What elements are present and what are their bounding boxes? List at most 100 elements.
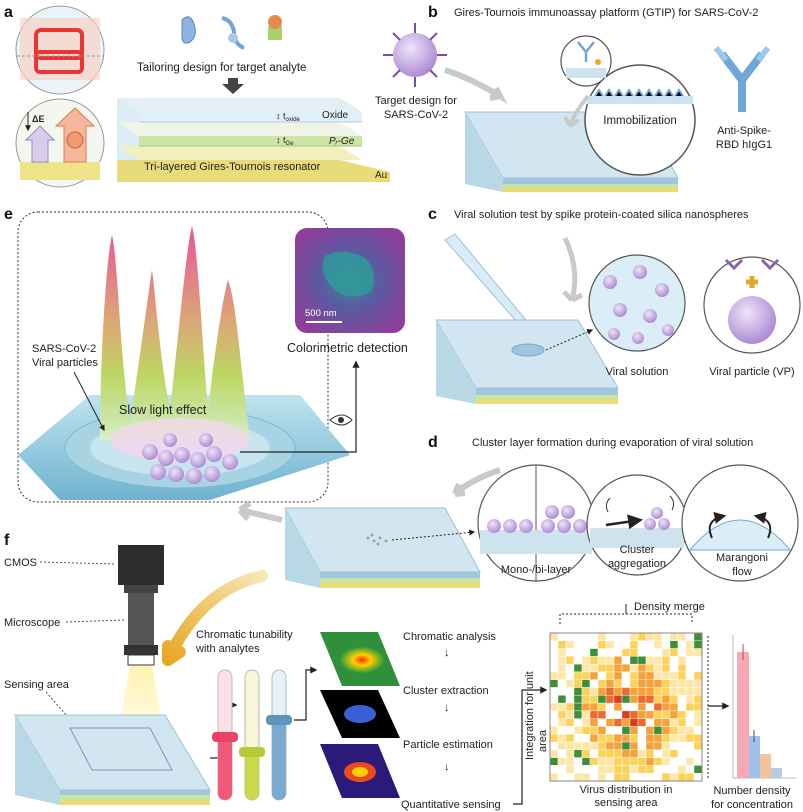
grid-cell <box>605 765 615 774</box>
grid-cell <box>645 773 655 782</box>
grid-cell <box>605 671 615 680</box>
grid-cell <box>685 718 695 727</box>
grid-cell <box>589 640 599 649</box>
arrow-a-to-b <box>444 67 508 104</box>
grid-cell <box>629 656 639 665</box>
grid-cell <box>637 773 647 782</box>
grid-cell <box>565 741 575 751</box>
grid-cell <box>589 656 599 665</box>
grid-cell <box>685 648 695 657</box>
grid-cell <box>637 640 647 649</box>
grid-cell <box>597 741 607 751</box>
grid-cell <box>573 741 583 751</box>
colorimetric-label: Colorimetric detection <box>287 341 408 355</box>
grid-cell <box>581 648 591 657</box>
cmos-leader <box>39 561 117 565</box>
grid-cell <box>669 765 679 774</box>
grid-cell <box>573 632 583 641</box>
grid-cell <box>661 741 671 751</box>
grid-cell <box>621 734 631 743</box>
grid-cell <box>645 640 655 649</box>
target-design-line2: SARS-CoV-2 <box>384 109 448 121</box>
grid-cell <box>549 702 559 712</box>
grid-cell <box>661 734 671 743</box>
grid-cell <box>669 749 679 758</box>
grid-cell <box>581 718 591 727</box>
grid-cell <box>685 765 695 774</box>
grid-cell <box>605 702 615 712</box>
grid-cell <box>669 640 679 649</box>
grid-cell <box>677 656 687 665</box>
panel-f-letter: f <box>4 532 10 549</box>
grid-cell <box>589 687 599 696</box>
immobilization-circle <box>584 64 696 176</box>
grid-cell <box>629 648 639 657</box>
grid-cell <box>653 648 663 657</box>
grid-cell <box>581 702 591 712</box>
eye-icon <box>329 414 353 426</box>
grid-cell <box>613 702 623 712</box>
grid-cell <box>597 648 607 657</box>
grid-cell <box>605 648 615 657</box>
density-merge-label: Density merge <box>634 601 705 613</box>
resonator-label: Tri-layered Gires-Tournois resonator <box>144 161 321 173</box>
grid-cell <box>629 757 639 766</box>
grid-cell <box>597 632 607 641</box>
grid-cell <box>557 765 567 774</box>
grid-cell <box>589 749 599 758</box>
grid-cell <box>637 648 647 657</box>
grid-cell <box>557 648 567 657</box>
grid-cell <box>637 656 647 665</box>
grid-cell <box>629 765 639 774</box>
grid-cell <box>557 726 567 735</box>
grid-cell <box>645 734 655 743</box>
grid-cell <box>573 765 583 774</box>
grid-cell <box>677 640 687 649</box>
grid-cell <box>613 663 623 673</box>
grid-cell <box>573 757 583 766</box>
grid-cell <box>629 710 639 719</box>
grid-cell <box>605 687 615 696</box>
grid-cell <box>661 656 671 665</box>
grid-cell <box>629 679 639 688</box>
grid-cell <box>565 710 575 719</box>
grid-cell <box>677 663 687 673</box>
grid-cell <box>565 757 575 766</box>
grid-cell <box>605 656 615 665</box>
virus-icon <box>383 23 447 87</box>
grid-cell <box>685 656 695 665</box>
zoom-arrow-c <box>545 329 594 351</box>
grid-cell <box>621 757 631 766</box>
grid-cell <box>573 726 583 735</box>
grid-cell <box>581 640 591 649</box>
grid-cell <box>645 695 655 704</box>
grid-cell <box>677 718 687 727</box>
micrograph <box>295 228 405 333</box>
grid-cell <box>669 679 679 688</box>
viral-particle-circle <box>703 256 801 354</box>
sensing-leader <box>45 691 85 736</box>
grid-cell <box>597 702 607 712</box>
grid-cell <box>637 765 647 774</box>
cluster-line1: Cluster <box>620 544 655 556</box>
grid-cell <box>557 679 567 688</box>
grid-cell <box>597 734 607 743</box>
grid-cell <box>661 671 671 680</box>
grid-cell <box>637 687 647 696</box>
grid-cell <box>685 695 695 704</box>
grid-cell <box>669 663 679 673</box>
grid-cell <box>613 718 623 727</box>
grid-cell <box>549 773 559 782</box>
analyte-icons <box>181 15 282 50</box>
grid-cell <box>669 718 679 727</box>
grid-cell <box>685 726 695 735</box>
viral-particle-cluster <box>142 433 238 484</box>
step-2: Cluster extraction <box>403 685 489 697</box>
grid-cell <box>621 718 631 727</box>
grid-cell <box>637 671 647 680</box>
grid-cell <box>677 741 687 751</box>
grid-cell <box>693 741 703 751</box>
grid-cell <box>685 773 695 782</box>
grid-cell <box>565 749 575 758</box>
